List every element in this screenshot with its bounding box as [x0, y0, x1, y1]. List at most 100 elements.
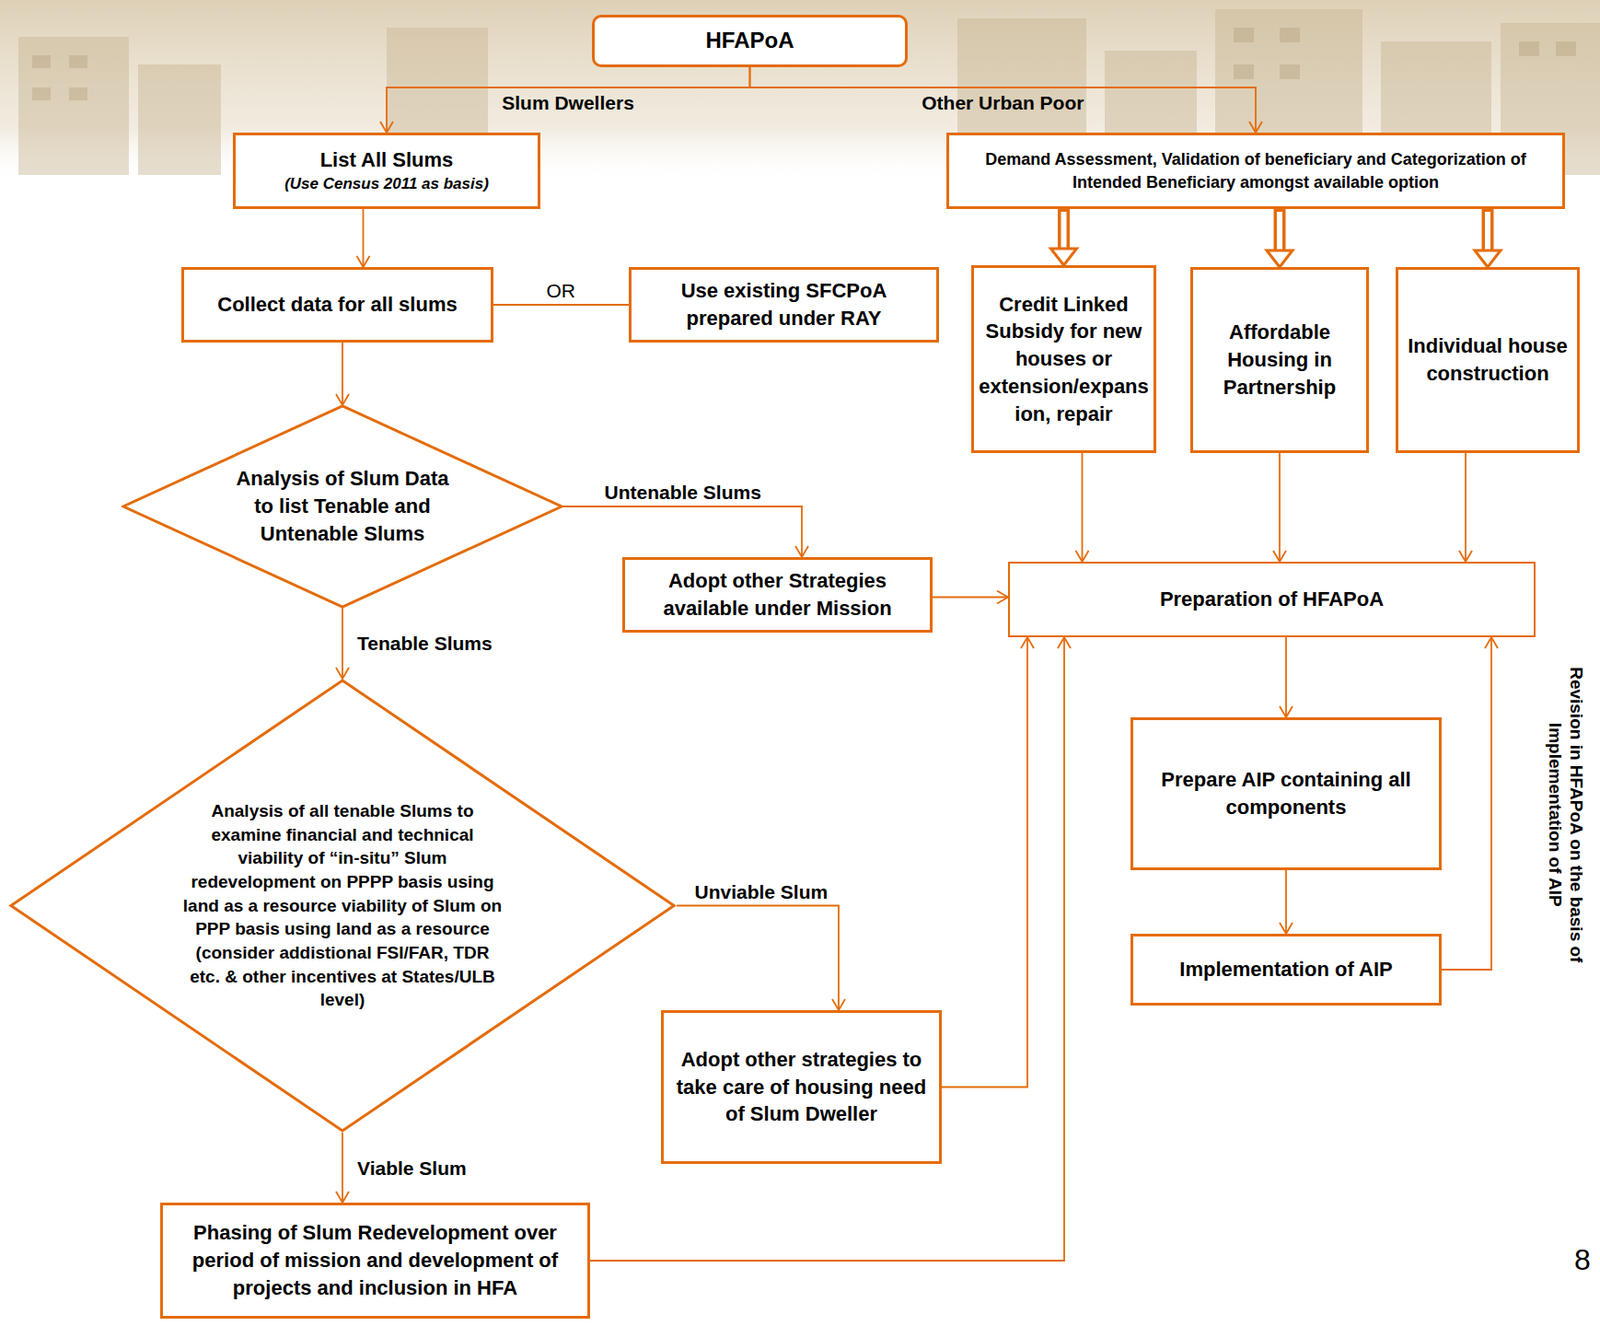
box-label: List All Slums — [239, 146, 534, 174]
connector-line — [932, 596, 1009, 599]
block-arrow-shaft — [1057, 208, 1070, 249]
connector-line — [1464, 452, 1467, 562]
connector — [563, 506, 809, 557]
connector — [380, 67, 751, 133]
box-label: Analysis of all tenable Slums to examine… — [181, 799, 504, 1012]
process-box: Collect data for all slums — [181, 266, 494, 343]
diamond-shape — [123, 405, 562, 607]
block-arrow-core — [1276, 211, 1283, 251]
process-box: Affordable Housing in Partnership — [1190, 266, 1369, 453]
block-arrow-core — [1484, 211, 1491, 251]
connector — [357, 208, 371, 267]
connector — [1441, 637, 1498, 970]
arrow-head — [1459, 550, 1473, 562]
connector — [590, 637, 1071, 1261]
arrow-head — [1273, 550, 1287, 562]
decision-diamond: Analysis of Slum Data to list Tenable an… — [121, 405, 564, 608]
arrow-head — [1076, 550, 1090, 562]
arrow-head — [336, 1191, 349, 1203]
connector — [1279, 869, 1293, 934]
edge-label: Tenable Slums — [357, 631, 493, 655]
box-label: HFAPoA — [598, 25, 902, 56]
connector-line — [1441, 637, 1492, 970]
connector — [1273, 452, 1287, 562]
edge-label: Unviable Slum — [695, 880, 829, 904]
connector-line — [563, 506, 802, 557]
edge-label: Viable Slum — [357, 1156, 467, 1180]
process-box: Phasing of Slum Redevelopment over perio… — [160, 1202, 591, 1319]
block-arrow — [1051, 208, 1078, 266]
process-box: Demand Assessment, Validation of benefic… — [946, 132, 1566, 209]
decision-diamond: Analysis of all tenable Slums to examine… — [8, 678, 677, 1133]
process-box: Implementation of AIP — [1130, 933, 1442, 1006]
box-label: Credit Linked Subsidy for new houses or … — [977, 290, 1150, 428]
process-box: Credit Linked Subsidy for new houses or … — [971, 265, 1157, 453]
arrow-head — [1057, 637, 1071, 649]
box-label: Analysis of Slum Data to list Tenable an… — [235, 464, 450, 547]
block-arrow-head — [1266, 250, 1293, 267]
arrow-head — [795, 545, 809, 557]
connector — [941, 637, 1034, 1088]
box-label: Collect data for all slums — [187, 290, 487, 319]
arrow-head — [336, 394, 349, 406]
connector-line — [1081, 452, 1084, 562]
revision-label: Revision in HFAPoA on the basis of Imple… — [1543, 657, 1587, 971]
arrow-head — [1279, 706, 1293, 718]
connector-line — [386, 67, 751, 133]
arrow-head — [832, 998, 846, 1010]
arrow-head — [1279, 922, 1293, 934]
block-arrow-core — [1061, 211, 1067, 249]
connector — [750, 67, 1264, 133]
connector — [1279, 637, 1293, 718]
connector-line — [1285, 869, 1287, 934]
block-arrow — [1266, 208, 1293, 267]
connector — [336, 607, 349, 679]
connector-line — [1278, 452, 1281, 562]
process-box: Preparation of HFAPoA — [1008, 561, 1536, 638]
box-label: Phasing of Slum Redevelopment over perio… — [166, 1218, 584, 1301]
block-arrow-shaft — [1274, 208, 1287, 251]
connector — [1459, 452, 1473, 562]
connector-line — [750, 67, 1257, 133]
process-box: Use existing SFCPoA prepared under RAY — [628, 266, 940, 343]
arrow-head — [1484, 637, 1498, 649]
connector-line — [590, 637, 1065, 1261]
block-arrow-shaft — [1482, 208, 1495, 251]
block-arrow-head — [1474, 250, 1501, 267]
arrow-head — [1249, 121, 1263, 133]
arrow-head — [1020, 637, 1034, 649]
process-box: HFAPoA — [591, 14, 908, 68]
diamond-text-area: Analysis of all tenable Slums to examine… — [181, 799, 504, 1012]
diamond-shape — [11, 680, 674, 1131]
arrow-head — [997, 591, 1009, 604]
arrow-head — [380, 121, 394, 133]
box-label: Demand Assessment, Validation of benefic… — [952, 148, 1559, 194]
connector — [336, 342, 349, 406]
edge-label: OR — [546, 278, 577, 302]
box-label: Adopt other strategies to take care of h… — [667, 1045, 936, 1128]
connector — [932, 591, 1009, 604]
connector — [336, 1132, 349, 1203]
box-label: Preparation of HFAPoA — [1013, 585, 1531, 614]
process-box: Adopt other strategies to take care of h… — [660, 1009, 942, 1164]
connector — [493, 304, 629, 306]
block-arrow — [1474, 208, 1501, 267]
box-label: Implementation of AIP — [1136, 955, 1436, 984]
box-note: (Use Census 2011 as basis) — [239, 173, 534, 196]
connector-line — [941, 637, 1028, 1088]
connector-line — [341, 1132, 344, 1203]
arrow-head — [336, 667, 349, 679]
box-label: Use existing SFCPoA prepared under RAY — [635, 277, 933, 332]
process-box: Individual house construction — [1395, 266, 1580, 453]
connector — [1076, 452, 1090, 562]
diamond-text-area: Analysis of Slum Data to list Tenable an… — [235, 464, 450, 547]
process-box: List All Slums(Use Census 2011 as basis) — [232, 132, 541, 209]
box-label: Individual house construction — [1402, 332, 1574, 387]
process-box: Adopt other Strategies available under M… — [622, 556, 933, 633]
connector-line — [362, 208, 365, 267]
arrow-head — [357, 255, 371, 267]
connector — [676, 905, 846, 1011]
connector-line — [676, 905, 839, 1011]
box-label: Adopt other Strategies available under M… — [628, 567, 927, 622]
